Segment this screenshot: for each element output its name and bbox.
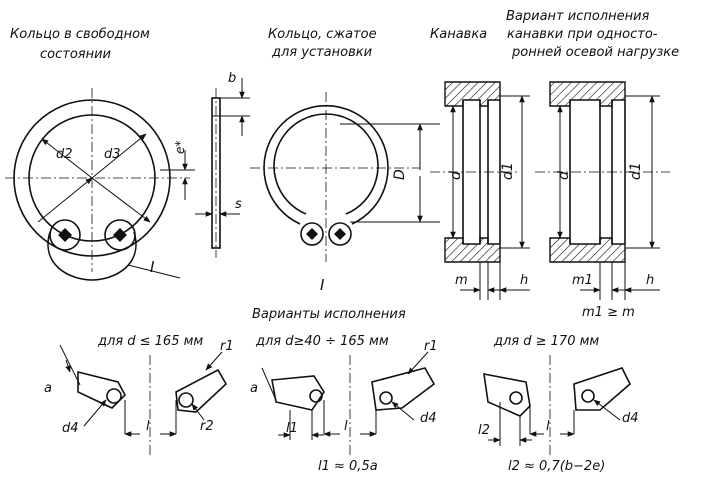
groove-heading: Канавка [430,27,487,42]
dim-d1-groove2: d1 [628,162,644,180]
dim-r2-v1: r2 [200,419,214,434]
formula-l1: l1 ≈ 0,5a [318,459,378,474]
variant-1-view [59,344,228,455]
compressed-ring-heading-1: Кольцо, сжатое [268,27,377,42]
free-ring-heading-2: состоянии [40,47,111,62]
formula-m1-ge-m: m1 ≥ m [582,305,635,320]
case-label-2: для d≥40 ÷ 165 мм [255,334,389,349]
dim-l-v2: l [344,419,348,434]
dim-l1-v2: l1 [286,421,298,436]
dim-a-v2: a [250,381,258,396]
dim-d3: d3 [104,147,121,162]
dim-d2: d2 [56,147,73,162]
groove-view-2 [535,81,670,300]
variant-top-heading: Вариант исполнения [506,9,650,24]
formula-l2: l2 ≈ 0,7(b−2e) [508,459,605,474]
detail-mark-free: I [150,258,155,276]
dim-d4-v3: d4 [622,411,639,426]
free-ring-view [5,88,195,281]
variants-heading: Варианты исполнения [252,307,406,322]
dim-l-v3: l [546,419,550,434]
compressed-ring-view [250,92,440,262]
dim-b: b [228,71,236,86]
case-label-3: для d ≥ 170 мм [493,334,599,349]
dim-D: D [392,169,408,180]
dim-s: s [235,197,242,212]
dim-r1-v2: r1 [424,339,438,354]
dim-l-v1: l [146,419,150,434]
dim-m1: m1 [572,273,593,288]
dim-l2-v3: l2 [478,423,490,438]
case-label-1: для d ≤ 165 мм [97,334,203,349]
compressed-ring-heading-2: для установки [271,45,372,60]
dim-d4-v1: d4 [62,421,79,436]
dim-d1-groove1: d1 [500,162,516,180]
dim-h-groove1: h [520,273,528,288]
groove-one-sided-heading-2: ронней осевой нагрузке [511,45,679,60]
dim-h-groove2: h [646,273,654,288]
dim-d-groove1: d [448,171,464,180]
variant-2-view [261,351,436,455]
detail-mark-compressed: I [320,276,325,294]
dim-a-v1: a [44,381,52,396]
free-ring-heading-1: Кольцо в свободном [10,27,150,42]
dim-e: e* [173,141,187,154]
ring-side-view [195,78,250,258]
groove-view-1 [430,81,530,300]
dim-r1-v1: r1 [220,339,234,354]
dim-m: m [455,273,468,288]
variant-3-view [483,355,631,455]
groove-one-sided-heading-1: канавки при односто- [507,27,658,42]
dim-d4-v2: d4 [420,411,437,426]
dim-d-groove2: d [556,171,572,180]
